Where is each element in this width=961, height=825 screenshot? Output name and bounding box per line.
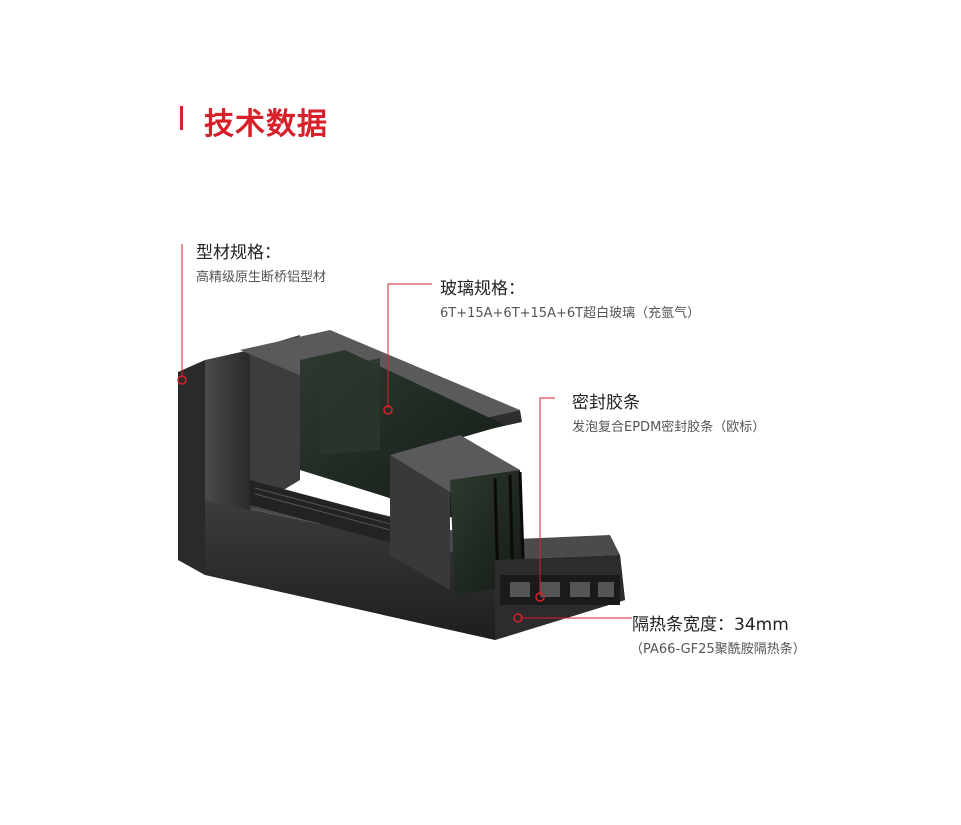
marker-glass [383,405,393,415]
profile-spec-title: 型材规格： [196,243,281,263]
glass-spec-title: 玻璃规格： [440,279,525,299]
strip-spec-title: 隔热条宽度：34mm [632,615,789,635]
page-title: 技术数据 [204,107,328,142]
leader-glass [387,283,432,408]
frame-left-face [205,350,250,510]
marker-profile [177,375,187,385]
profile-spec-detail: 高精级原生断桥铝型材 [196,270,327,285]
glass-spec-detail: 6T+15A+6T+15A+6T超白玻璃（充氩气） [440,306,701,321]
seal-spec-title: 密封胶条 [572,393,640,413]
marker-seal [535,592,545,602]
title-accent-bar [180,106,183,130]
annotation-leaders [181,244,632,619]
strip-spec-detail: （PA66-GF25聚酰胺隔热条） [630,642,806,657]
marker-strip [513,613,523,623]
glass-back-face [320,358,380,455]
frame-left-inner [250,335,300,510]
front-sash-face [390,455,450,590]
leader-seal [539,397,555,595]
frame-left [178,360,205,575]
seal-spec-detail: 发泡复合EPDM密封胶条（欧标） [572,420,766,435]
